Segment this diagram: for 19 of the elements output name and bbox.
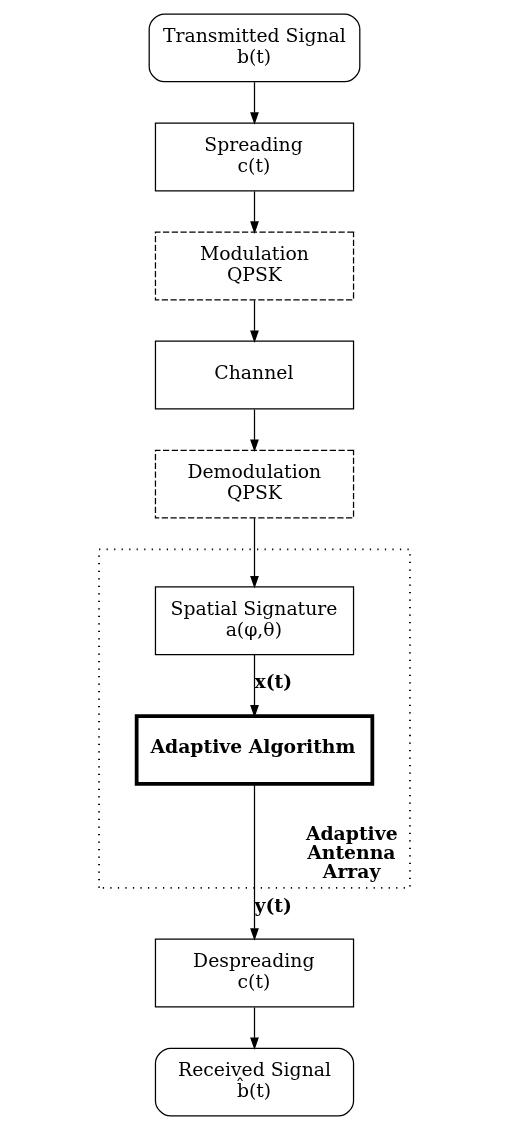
node-box: Received Signal b̂(t)	[154, 1047, 354, 1117]
arrow	[249, 783, 259, 941]
node-box: Despreading c(t)	[154, 938, 354, 1008]
arrow	[249, 408, 259, 453]
arrow	[249, 190, 259, 234]
node-box: Channel	[154, 340, 354, 410]
edge-label: y(t)	[254, 893, 292, 916]
edge-label: x(t)	[254, 670, 292, 693]
node-box: Adaptive Algorithm	[134, 714, 374, 786]
node-box: Spreading c(t)	[154, 122, 354, 192]
node-box: Demodulation QPSK	[154, 449, 354, 519]
node-box: Transmitted Signal b(t)	[148, 13, 360, 83]
arrow	[249, 654, 259, 718]
arrow	[249, 81, 259, 125]
arrow	[249, 1006, 259, 1051]
arrow	[249, 299, 259, 343]
node-box: Modulation QPSK	[154, 231, 354, 301]
node-box: Spatial Signature a(φ,θ)	[154, 586, 354, 656]
arrow	[249, 517, 259, 589]
